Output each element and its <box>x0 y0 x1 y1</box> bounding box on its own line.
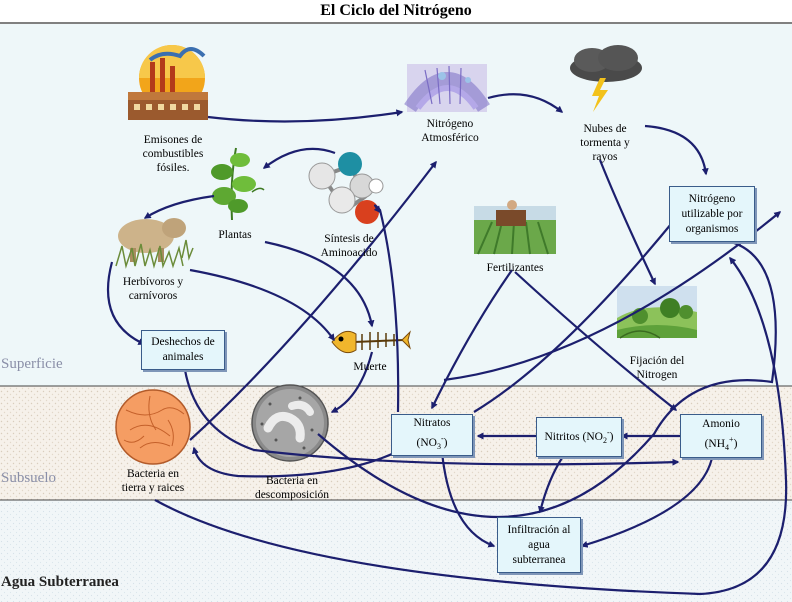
arrow-ammonium-to-infiltration <box>580 457 714 548</box>
nitrates-box: Nitratos (NO3-) <box>391 414 473 456</box>
arrow-nitrates-to-amino <box>373 204 400 413</box>
farm-tractor-icon <box>474 200 556 255</box>
arrow-soil-bacteria-to-atmosphere <box>189 160 437 441</box>
molecule-icon <box>308 152 384 224</box>
arrow-bottom-loop-to-usable <box>154 256 788 596</box>
arrow-plants-to-herbivores <box>143 194 215 219</box>
zone-label-groundwater: Agua Subterranea <box>1 574 119 590</box>
arrow-fertilizers-to-ammonium <box>514 271 678 411</box>
plant-icon <box>211 147 265 221</box>
page-title: El Ciclo del Nitrógeno <box>320 2 472 19</box>
arrow-herbivores-to-waste <box>106 261 146 345</box>
fertilizers-label: Fertilizantes <box>486 262 544 274</box>
arrow-atmosphere-to-storm <box>487 93 564 113</box>
groundwater-zone <box>0 500 792 602</box>
fish-skeleton-icon <box>331 330 411 354</box>
arrow-storm-to-fixation <box>598 159 656 286</box>
ammonium-box: Amonio (NH4+) <box>680 414 762 458</box>
field-icon <box>617 286 697 339</box>
plants-label: Plantas <box>218 229 252 241</box>
cycle-arrows <box>106 93 788 596</box>
arrow-plants-to-death <box>264 240 375 328</box>
zone-label-subsoil: Subsuelo <box>1 470 57 486</box>
capybara-icon <box>115 218 194 269</box>
arrow-fertilizers-to-nitrates <box>431 269 513 410</box>
arrow-nitrates-to-infiltration <box>440 451 496 548</box>
death-label: Muerte <box>353 361 387 373</box>
arrow-waste-to-ammonium <box>183 369 680 466</box>
arrow-fossil-to-atmosphere <box>207 109 404 123</box>
zone-label-surface: Superficie <box>1 356 63 372</box>
arrow-herbivores-to-death <box>189 268 335 342</box>
storm-cloud-icon <box>570 45 642 112</box>
nitrites-box: Nitritos (NO2-) <box>536 417 622 457</box>
soil-bacteria-icon <box>115 389 191 465</box>
arrow-death-to-decomposition <box>330 351 374 413</box>
arrow-nitrites-to-infiltration <box>537 457 563 514</box>
arrow-storm-to-usable <box>644 124 709 176</box>
factory-icon <box>128 45 208 120</box>
arrow-nitrates-to-usable <box>473 216 677 413</box>
atmosphere-icon <box>404 64 490 112</box>
arrow-fixation-to-usable <box>443 211 782 382</box>
arrow-amino-to-plants <box>262 147 336 169</box>
arrow-nitrates-to-soil-bacteria <box>191 443 413 478</box>
decomposition-bacteria-icon <box>251 384 329 462</box>
